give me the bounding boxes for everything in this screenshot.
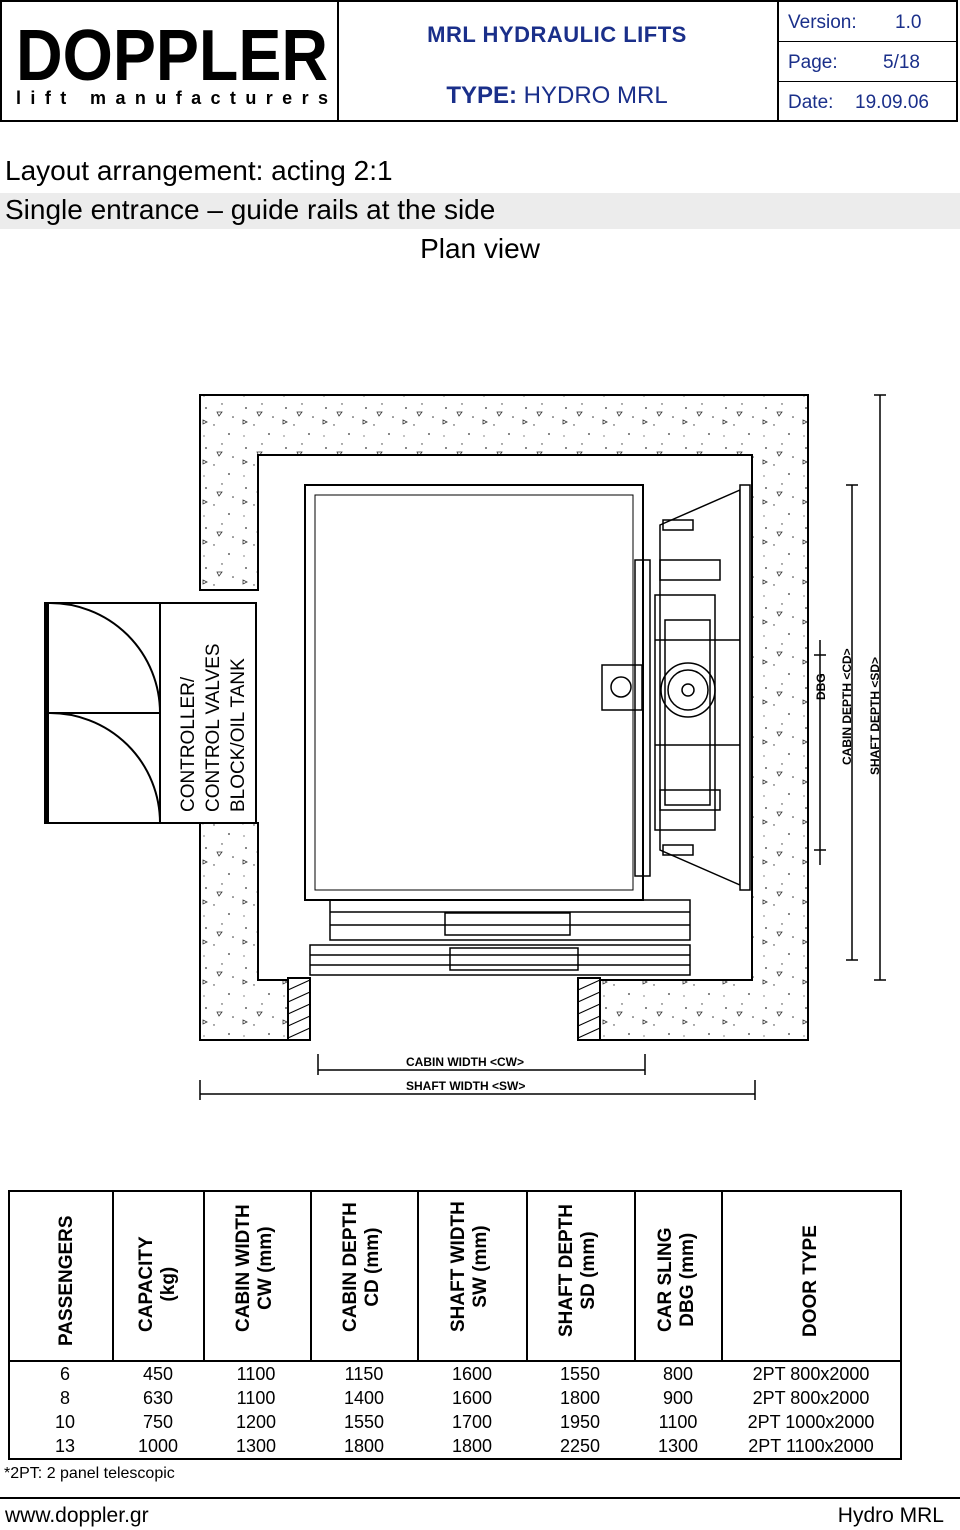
table-cell: 1800 (559, 1388, 601, 1408)
header-capacity: CAPACITY(kg) (136, 1236, 179, 1332)
cabin (304, 484, 644, 901)
header-door-type: DOOR TYPE (800, 1225, 821, 1337)
door-jambs (287, 977, 601, 1041)
table-cell: 6 (59, 1364, 70, 1384)
table-cell: 1600 (451, 1364, 493, 1384)
footer-divider (0, 1497, 960, 1499)
table-cell: 750 (142, 1412, 174, 1432)
entrance-title: Single entrance – guide rails at the sid… (5, 194, 496, 225)
table-cell: 1800 (343, 1436, 385, 1456)
date-row: Date: 19.09.06 (779, 82, 958, 121)
table-cell: 1150 (344, 1364, 384, 1384)
table-cell: 1700 (451, 1412, 493, 1432)
logo-word: DOPPLER (16, 16, 328, 96)
date-value: 19.09.06 (855, 92, 929, 113)
shaft-depth-label: SHAFT DEPTH <SD> (868, 657, 882, 775)
table-cell: 1950 (559, 1412, 601, 1432)
machine-room-label-2: CONTROL VALVES (203, 643, 224, 812)
version-row: Version: 1.0 (779, 2, 958, 42)
table-cell: 1550 (343, 1412, 385, 1432)
meta-cell: Version: 1.0 Page: 5/18 Date: 19.09.06 (779, 2, 958, 120)
entrance-title-band: Single entrance – guide rails at the sid… (0, 193, 960, 229)
depth-dimensions (807, 394, 886, 981)
cabin-width-label: CABIN WIDTH <CW> (406, 1055, 524, 1069)
page-value: 5/18 (883, 52, 920, 73)
page-row: Page: 5/18 (779, 42, 958, 82)
table-cell: 450 (142, 1364, 174, 1384)
machine-room-label-3: BLOCK/OIL TANK (228, 658, 249, 812)
header-passengers: PASSENGERS (56, 1215, 77, 1346)
table-cell: 800 (662, 1364, 694, 1384)
title-cell: MRL HYDRAULIC LIFTS TYPE: HYDRO MRL (337, 2, 779, 120)
type-line: TYPE: HYDRO MRL (337, 82, 777, 110)
version-label: Version: (788, 12, 857, 33)
column-divider (634, 1192, 636, 1360)
table-cell: 1800 (451, 1436, 493, 1456)
layout-title: Layout arrangement: acting 2:1 (5, 155, 393, 186)
table-cell: 2PT 800x2000 (752, 1388, 870, 1408)
table-cell: 1600 (451, 1388, 493, 1408)
shaft-walls (199, 394, 809, 1041)
width-dimensions (199, 1054, 756, 1100)
footer-product: Hydro MRL (837, 1504, 944, 1527)
column-divider (203, 1192, 205, 1360)
logo-cell: DOPPLER lift manufacturers (2, 2, 339, 120)
machine-room-doors (44, 601, 161, 824)
table-cell: 10 (54, 1412, 76, 1432)
table-cell: 1200 (235, 1412, 277, 1432)
header-divider (10, 1360, 900, 1362)
table-cell: 1100 (236, 1364, 276, 1384)
table-cell: 1550 (559, 1364, 601, 1384)
dbg-label: DBG (814, 673, 828, 700)
table-cell: 1300 (235, 1436, 277, 1456)
doppler-logo: DOPPLER lift manufacturers (16, 16, 328, 108)
column-divider (112, 1192, 114, 1360)
version-value: 1.0 (895, 12, 922, 33)
table-cell: 2PT 1000x2000 (747, 1412, 875, 1432)
table-cell: 1400 (343, 1388, 385, 1408)
table-cell: 1300 (657, 1436, 699, 1456)
plan-view-title: Plan view (420, 233, 540, 264)
column-divider (417, 1192, 419, 1360)
table-cell: 1100 (658, 1412, 698, 1432)
column-divider (526, 1192, 528, 1360)
table-cell: 8 (59, 1388, 70, 1408)
table-cell: 1100 (236, 1388, 276, 1408)
table-cell: 2PT 800x2000 (752, 1364, 870, 1384)
table-cell: 2PT 1100x2000 (748, 1436, 874, 1456)
column-divider (721, 1192, 723, 1360)
type-value: HYDRO MRL (523, 82, 668, 109)
machine-room-label-1: CONTROLLER/ (178, 676, 199, 812)
column-divider (310, 1192, 312, 1360)
date-label: Date: (788, 92, 834, 113)
door-sills (309, 899, 691, 976)
document-title: MRL HYDRAULIC LIFTS (427, 22, 687, 47)
page-label: Page: (788, 52, 838, 73)
car-sling (601, 484, 751, 891)
cabin-depth-label: CABIN DEPTH <CD> (840, 648, 854, 765)
table-footnote: *2PT: 2 panel telescopic (4, 1465, 175, 1482)
table-cell: 630 (142, 1388, 174, 1408)
table-cell: 13 (54, 1436, 76, 1456)
document-header: DOPPLER lift manufacturers MRL HYDRAULIC… (0, 0, 958, 122)
machine-room: CONTROLLER/ CONTROL VALVES BLOCK/OIL TAN… (159, 602, 257, 824)
table-cell: 1000 (137, 1436, 179, 1456)
table-cell: 900 (662, 1388, 694, 1408)
shaft-width-label: SHAFT WIDTH <SW> (406, 1079, 525, 1093)
type-label: TYPE: (446, 82, 517, 109)
plan-view-drawing: CONTROLLER/ CONTROL VALVES BLOCK/OIL TAN… (44, 394, 886, 1100)
table-cell: 2250 (559, 1436, 601, 1456)
footer-website[interactable]: www.doppler.gr (5, 1504, 149, 1527)
